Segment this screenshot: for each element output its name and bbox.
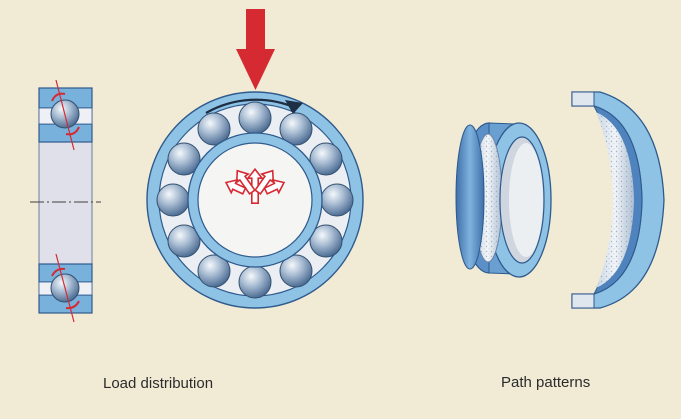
ball [238, 265, 272, 299]
ball [156, 183, 190, 217]
ball [309, 142, 343, 176]
ball [167, 224, 201, 258]
reaction-arrow-icon [246, 167, 264, 204]
ball [167, 142, 201, 176]
caption-load-distribution: Load distribution [103, 375, 214, 392]
contact-line-bottom [55, 253, 75, 323]
ball [320, 183, 354, 217]
contact-arc-top-right [65, 126, 80, 136]
reaction-arrow-icon [254, 169, 275, 195]
reaction-arrow-icon [263, 178, 286, 195]
load-arrow-icon [236, 9, 275, 90]
reaction-arrow-icon [224, 178, 247, 195]
rotation-arc [205, 98, 297, 114]
caption-path-patterns: Path patterns [501, 374, 591, 391]
rotation-arrowhead [285, 100, 303, 114]
ball [238, 101, 272, 135]
reaction-arrows [224, 167, 286, 204]
ball [309, 224, 343, 258]
bearing-cross-section [30, 79, 101, 323]
upper-section [38, 79, 93, 151]
ball [197, 254, 231, 288]
ball [197, 112, 231, 146]
ball [279, 112, 313, 146]
reaction-arrow-icon [235, 169, 256, 195]
contact-arc-top-left [51, 92, 66, 102]
inner-ring-path-pattern [455, 122, 552, 278]
contact-arc-bottom-left [51, 267, 66, 277]
ball-set [156, 101, 354, 299]
contact-arc-bottom-right [65, 300, 80, 310]
outer-ring-path-pattern [571, 91, 665, 309]
ball [279, 254, 313, 288]
lower-section [38, 253, 93, 323]
bearing-front-view [146, 9, 364, 309]
contact-line-top [55, 79, 75, 151]
